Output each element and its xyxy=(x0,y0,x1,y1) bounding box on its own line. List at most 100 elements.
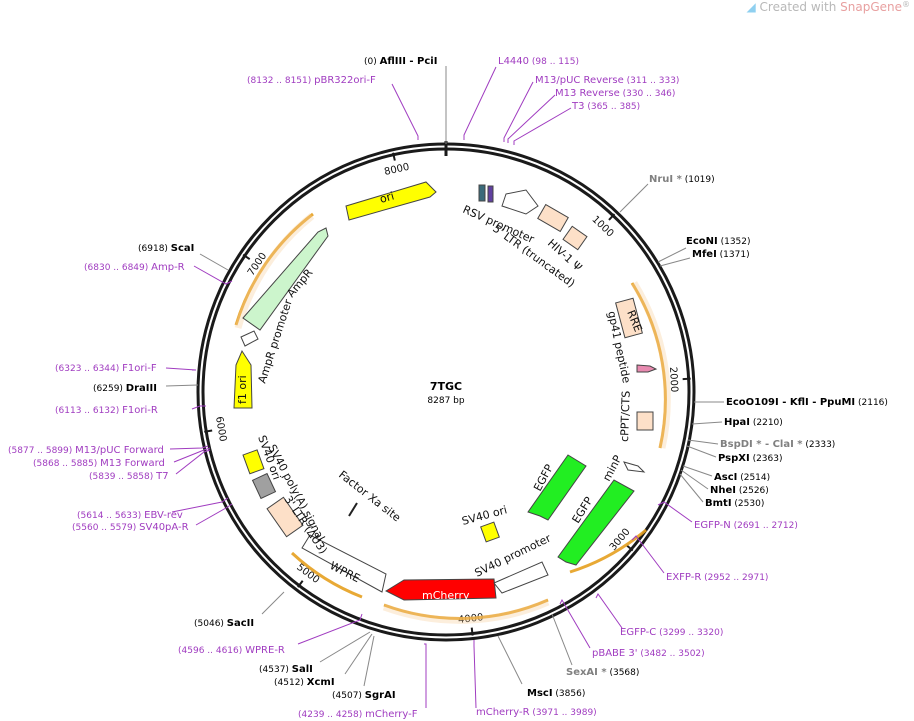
site-leaders xyxy=(165,66,724,687)
snapgene-brand: ◢ Created with SnapGene® xyxy=(746,0,910,14)
restriction-site-label: (4507) SgrAI xyxy=(332,690,396,701)
factor-xa-mark xyxy=(348,502,358,517)
primer-label: (5868 .. 5885) M13 Forward xyxy=(33,458,165,469)
feature-label-factorxa: Factor Xa site xyxy=(336,468,403,524)
restriction-site-label: BmtI (2530) xyxy=(705,498,764,509)
primer-label: L4440 (98 .. 115) xyxy=(498,56,579,67)
primer-range: (6323 .. 6344) xyxy=(55,364,122,374)
primer-name: M13 Reverse xyxy=(555,88,620,99)
site-name: SgrAI xyxy=(365,690,396,701)
primer-label: (8132 .. 8151) pBR322ori-F xyxy=(247,75,376,86)
ring-tick-mark xyxy=(608,213,616,221)
orf-arcs xyxy=(234,212,671,624)
orf-arc-ampr-outer xyxy=(234,213,315,329)
primer-range: (3971 .. 3989) xyxy=(530,708,597,718)
primer-labels: L4440 (98 .. 115)M13/pUC Reverse (311 ..… xyxy=(8,56,798,720)
site-position: (3568) xyxy=(607,668,640,678)
site-position: (2514) xyxy=(737,473,770,483)
restriction-site-label: PspXI (2363) xyxy=(718,453,783,464)
restriction-site-label: (5046) SacII xyxy=(194,618,254,629)
restriction-site-label: EcoO109I - KflI - PpuMI (2116) xyxy=(726,397,888,408)
site-position: (2526) xyxy=(736,486,769,496)
rre-box xyxy=(615,297,643,339)
primer-name: mCherry-R xyxy=(476,707,530,718)
sv40-promoter-arrow xyxy=(493,561,549,594)
site-name: SexAI * xyxy=(566,667,607,678)
egfp-arrow-2 xyxy=(557,479,635,566)
feature-shapes xyxy=(233,181,658,601)
site-name: EcoO109I - KflI - PpuMI xyxy=(726,397,855,408)
restriction-site-label: NruI * (1019) xyxy=(649,174,715,185)
primer-name: mCherry-F xyxy=(365,709,418,720)
primer-label: (5839 .. 5858) T7 xyxy=(89,471,169,482)
brand-reg: ® xyxy=(902,0,910,9)
primer-name: EXFP-R xyxy=(666,572,701,583)
site-position: (2530) xyxy=(732,499,765,509)
egfp-arrow-1 xyxy=(527,454,587,521)
primer-name: pBABE 3' xyxy=(592,648,638,659)
ring-tick-label: 6000 xyxy=(213,416,228,443)
mcherry-arrow xyxy=(384,578,497,601)
primer-name: pBR322ori-F xyxy=(314,75,376,86)
primer-label: T3 (365 .. 385) xyxy=(571,101,640,112)
ring-tick-mark xyxy=(204,429,213,433)
site-name: MscI xyxy=(527,688,553,699)
ampr-promoter-arrow xyxy=(240,330,259,347)
feature-label-mcherry: mCherry xyxy=(422,589,470,602)
site-name: BmtI xyxy=(705,498,732,509)
primer-name: SV40pA-R xyxy=(139,522,188,533)
ampr-arrow xyxy=(242,227,329,331)
site-position: (2333) xyxy=(803,440,836,450)
site-position: (1371) xyxy=(717,250,750,260)
orf-arc-wpre xyxy=(290,551,363,599)
wpre-arrow xyxy=(301,534,387,593)
primer-label: (4596 .. 4616) WPRE-R xyxy=(178,645,285,656)
f1ori-arrow xyxy=(233,349,253,409)
ring-tick-mark xyxy=(470,627,474,636)
feature-label-ori: ori xyxy=(378,189,395,205)
restriction-site-label: (6259) DraIII xyxy=(93,383,157,394)
sv40-ori-box xyxy=(242,449,265,475)
ori-arrow xyxy=(345,181,437,221)
site-name: HpaI xyxy=(724,417,750,428)
sv40-polya-box xyxy=(251,472,277,500)
site-name: AscI xyxy=(714,472,737,483)
primer-label: EGFP-N (2691 .. 2712) xyxy=(694,520,798,531)
primer-range: (5839 .. 5858) xyxy=(89,472,156,482)
site-name: XcmI xyxy=(307,677,335,688)
ring-tick-label: 2000 xyxy=(667,367,679,393)
brand-name: SnapGene xyxy=(840,0,902,14)
site-position: (6259) xyxy=(93,384,126,394)
primer-name: F1ori-F xyxy=(122,363,157,374)
ring-tick-label: 8000 xyxy=(383,162,410,178)
orf-arc-mcherry xyxy=(383,598,549,620)
site-name: SacII xyxy=(227,618,254,629)
plasmid-length: 8287 bp xyxy=(427,396,464,406)
primer-label: M13 Reverse (330 .. 346) xyxy=(555,88,675,99)
rsv-promoter-arrow xyxy=(501,189,539,215)
primer-name: Amp-R xyxy=(151,262,185,273)
primer-range: (98 .. 115) xyxy=(529,57,579,67)
brand-icon: ◢ xyxy=(746,0,756,14)
site-position: (4512) xyxy=(274,678,307,688)
site-name: DraIII xyxy=(126,383,157,394)
misc-box-1 xyxy=(478,184,486,202)
site-position: (2363) xyxy=(750,454,783,464)
hiv-psi-box xyxy=(562,225,588,251)
restriction-site-label: MscI (3856) xyxy=(527,688,585,699)
restriction-site-label: (6918) ScaI xyxy=(138,243,194,254)
site-name: SalI xyxy=(292,664,313,675)
gp41-arrow xyxy=(636,364,658,373)
misc-box-2 xyxy=(487,185,494,203)
primer-name: EGFP-C xyxy=(620,627,656,638)
primer-label: (6830 .. 6849) Amp-R xyxy=(84,262,185,273)
ring-tick-mark xyxy=(242,253,251,260)
sv40-ori-box-2 xyxy=(480,521,500,543)
feature-label-cppt: cPPT/CTS xyxy=(618,391,633,443)
restriction-site-label: MfeI (1371) xyxy=(692,249,750,260)
primer-name: T3 xyxy=(571,101,584,112)
site-name: BspDI * - ClaI * xyxy=(720,439,803,450)
site-position: (2210) xyxy=(750,418,783,428)
orf-arc-mcherry-outer xyxy=(382,598,550,624)
primer-range: (330 .. 346) xyxy=(620,89,676,99)
